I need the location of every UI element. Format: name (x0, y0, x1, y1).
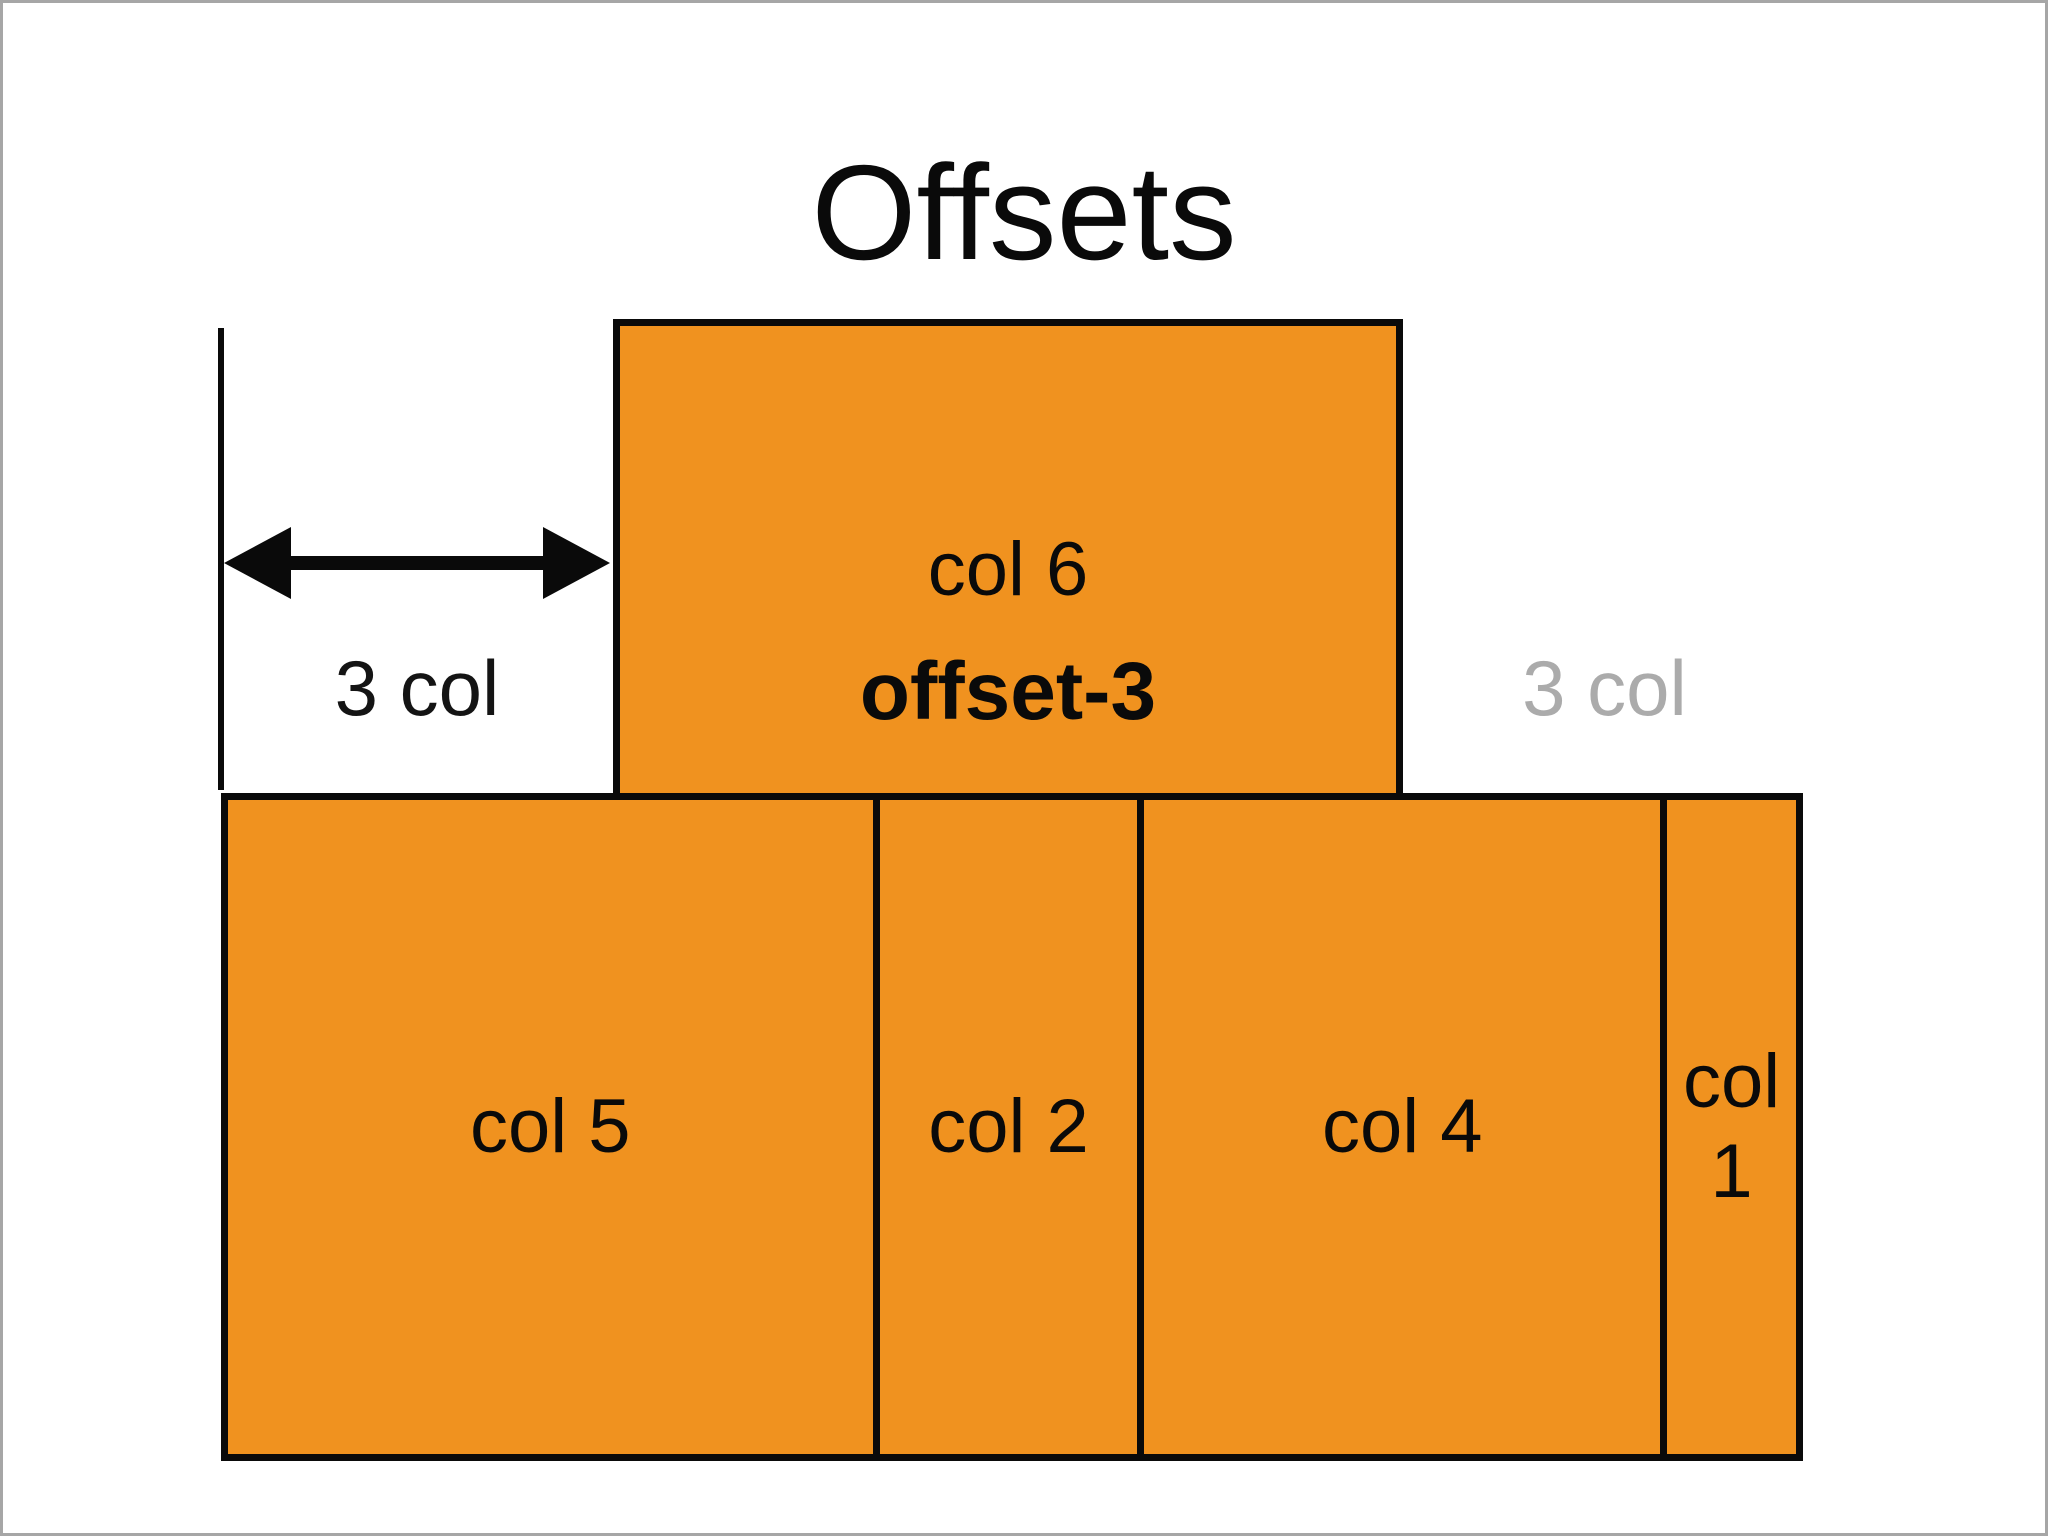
column-label: col 4 (1321, 1084, 1483, 1170)
offset-column-sublabel: offset-3 (859, 646, 1157, 737)
double-headed-arrow-icon (224, 527, 610, 599)
remaining-size-label: 3 col (1522, 644, 1687, 732)
column-box-col5: col 5 (228, 800, 873, 1454)
slide-title: Offsets (811, 137, 1237, 289)
offset-origin-line (218, 328, 224, 790)
offset-column-label: col 6 (927, 527, 1089, 612)
column-label: col 2 (928, 1084, 1089, 1170)
column-box-col4: col 4 (1137, 800, 1661, 1454)
offset-size-label: 3 col (334, 644, 500, 732)
column-box-col2: col 2 (872, 800, 1138, 1454)
bottom-row: col 5 col 2 col 4 col 1 (221, 793, 1803, 1461)
offset-column-box: col 6 offset-3 (613, 319, 1403, 800)
column-label: col 1 (1682, 1039, 1781, 1214)
column-label: col 5 (470, 1084, 631, 1170)
column-box-col1: col 1 (1660, 800, 1796, 1454)
